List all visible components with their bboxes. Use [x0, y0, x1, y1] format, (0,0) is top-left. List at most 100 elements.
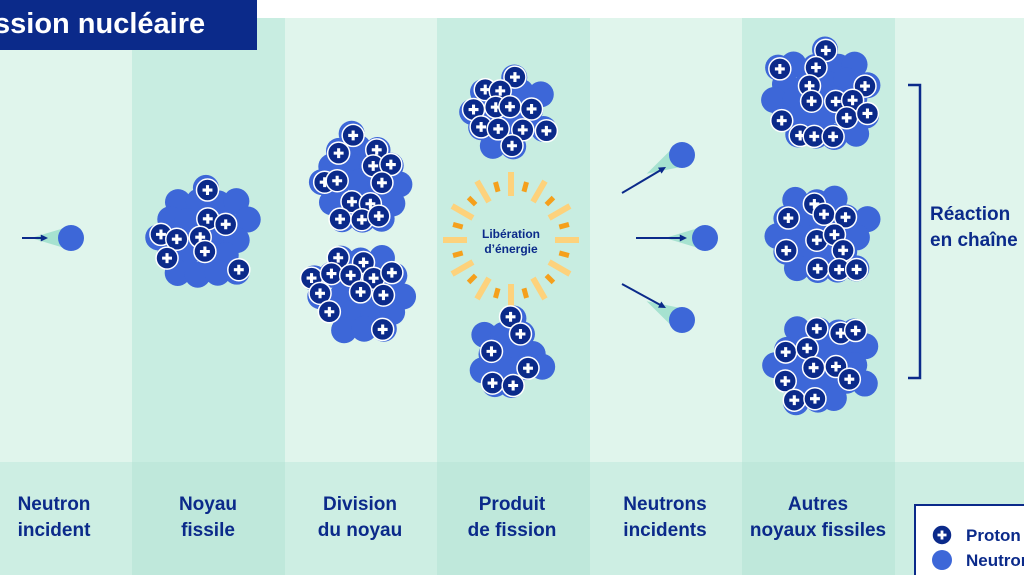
proton	[498, 94, 522, 119]
plus-icon	[789, 395, 800, 406]
arrow-head	[658, 301, 666, 308]
proton	[833, 205, 858, 229]
proton	[773, 340, 798, 364]
nucleus	[761, 36, 881, 151]
proton	[371, 283, 396, 307]
label-band	[285, 462, 437, 575]
plus-icon	[804, 80, 815, 91]
proton	[227, 257, 251, 282]
proton	[500, 133, 524, 158]
legend: Proton Neutron	[914, 504, 1024, 575]
plus-icon	[841, 112, 852, 123]
proton	[774, 238, 798, 263]
chain-label-2: en chaîne	[930, 230, 1018, 251]
label-division-1: Division	[323, 494, 397, 515]
proton	[769, 108, 794, 133]
label-autres-noyaux-1: Autres	[788, 494, 848, 515]
plus-icon	[368, 273, 379, 284]
proton	[844, 257, 869, 282]
nucleus	[459, 64, 559, 160]
energy-ray	[530, 276, 548, 301]
proton	[328, 207, 352, 231]
proton	[776, 206, 801, 230]
proton	[370, 170, 394, 195]
neutron	[184, 261, 211, 288]
label-band	[437, 462, 590, 575]
plus-icon	[774, 63, 785, 74]
proton	[519, 97, 544, 121]
plus-icon	[780, 347, 791, 358]
label-band	[742, 462, 895, 575]
proton	[803, 386, 827, 411]
label-band	[132, 462, 285, 575]
plus-icon	[517, 124, 528, 135]
plus-icon	[332, 175, 343, 186]
label-produit-1: Produit	[479, 494, 546, 515]
energy-ray	[466, 273, 478, 285]
plus-icon	[376, 177, 387, 188]
plus-icon	[385, 159, 396, 170]
neutron	[346, 168, 373, 195]
proton	[805, 316, 829, 341]
plus-icon	[937, 530, 947, 540]
plus-icon	[838, 245, 849, 256]
plus-icon	[220, 219, 231, 230]
plus-icon	[348, 130, 359, 141]
chain-label-1: Réaction	[930, 204, 1010, 225]
proton	[348, 280, 373, 304]
plus-icon	[508, 380, 519, 391]
label-neutron-incident-2: incident	[18, 520, 92, 541]
energy-ray	[450, 203, 475, 221]
proton	[805, 228, 829, 252]
energy-label-2: d’énergie	[484, 242, 538, 256]
energy-ray	[547, 203, 572, 221]
plus-icon	[860, 81, 870, 92]
proton	[516, 356, 540, 380]
proton	[213, 212, 238, 237]
plus-icon	[199, 246, 210, 257]
plus-icon	[831, 361, 841, 372]
plus-icon	[233, 264, 244, 275]
nucleus	[299, 245, 417, 344]
label-band	[0, 462, 132, 575]
plus-icon	[834, 264, 845, 275]
label-autres-noyaux-2: noyaux fissiles	[750, 520, 886, 541]
plus-icon	[806, 96, 817, 107]
plus-icon	[365, 198, 376, 209]
neutron	[351, 315, 378, 342]
label-neutron-incident-1: Neutron	[18, 494, 91, 515]
energy-ray	[450, 259, 475, 277]
plus-icon	[480, 84, 491, 95]
plus-icon	[809, 131, 820, 142]
plus-icon	[345, 270, 356, 281]
plus-icon	[202, 213, 213, 224]
label-division-2: du noyau	[318, 520, 402, 541]
energy-ray	[521, 287, 529, 299]
plus-icon	[819, 209, 829, 220]
proton	[812, 202, 836, 227]
plus-icon	[378, 290, 389, 301]
plus-icon	[156, 229, 166, 240]
proton	[534, 119, 559, 143]
proton	[843, 318, 868, 343]
energy-ray	[530, 179, 548, 204]
nucleus	[469, 305, 556, 399]
plus-icon	[847, 95, 858, 106]
title-box	[0, 0, 257, 50]
nucleus	[308, 120, 413, 233]
plus-icon	[487, 378, 498, 389]
plus-icon	[306, 273, 317, 284]
plus-icon	[812, 263, 823, 274]
proton	[195, 178, 220, 202]
proton	[486, 117, 510, 141]
plus-icon	[386, 267, 397, 278]
proton	[341, 123, 365, 148]
plus-icon	[373, 211, 384, 222]
proton	[821, 124, 845, 149]
neutron	[204, 259, 231, 286]
proton	[340, 189, 364, 214]
plus-icon	[850, 325, 861, 336]
column-bg	[895, 18, 1024, 462]
proton	[325, 168, 349, 193]
plus-icon	[811, 235, 822, 246]
